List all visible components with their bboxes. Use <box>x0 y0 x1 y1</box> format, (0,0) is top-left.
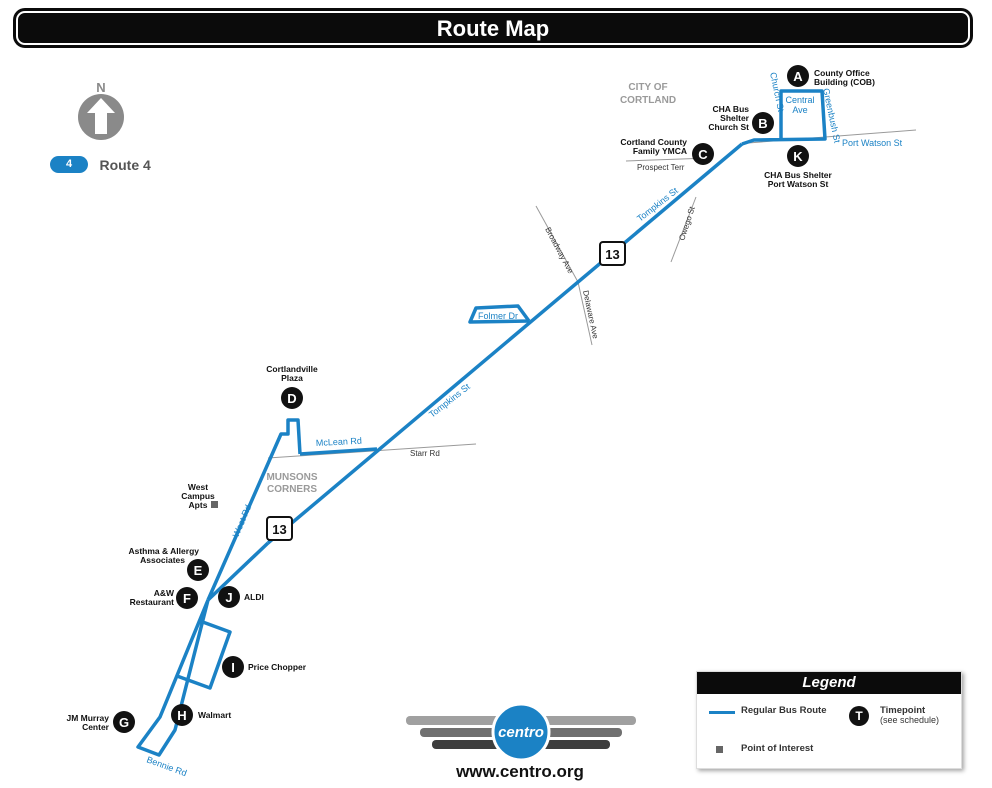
north-arrow-icon: N <box>78 80 124 140</box>
timepoint-letter: D <box>287 391 296 406</box>
timepoint-label: ALDI <box>244 592 264 602</box>
timepoint-letter: G <box>119 715 129 730</box>
street-label: Folmer Dr <box>478 311 518 321</box>
route-key: 4 Route 4 <box>50 156 151 174</box>
poi-marker-icon <box>211 501 218 508</box>
legend-route-label: Regular Bus Route <box>741 705 827 716</box>
page-title: Route Map <box>436 16 550 41</box>
street-label: McLean Rd <box>316 436 362 448</box>
timepoint-j: J ALDI <box>218 586 264 608</box>
timepoint-label: Building (COB) <box>814 77 875 87</box>
timepoint-label: Plaza <box>281 373 303 383</box>
poi-label: West <box>188 482 208 492</box>
timepoint-label: Asthma & Allergy <box>128 546 199 556</box>
timepoint-label: Port Watson St <box>768 179 829 189</box>
street-label: Prospect Terr <box>637 163 685 172</box>
poi-label: Apts <box>189 500 208 510</box>
place-label: MUNSONS <box>266 472 317 483</box>
timepoint-letter: F <box>183 591 191 606</box>
north-label: N <box>96 80 105 95</box>
street-label: Central <box>785 95 814 105</box>
timepoint-label: Family YMCA <box>633 146 687 156</box>
street-label: Port Watson St <box>842 138 903 148</box>
route-13-shield-icon: 13 <box>599 241 626 266</box>
street-label: Tompkins St <box>635 185 680 223</box>
timepoint-label: County Office <box>814 68 870 78</box>
timepoint-g: G JM Murray Center <box>66 711 135 733</box>
timepoint-label: Cortlandville <box>266 364 318 374</box>
shield-label: 13 <box>272 522 286 537</box>
logo-text: centro <box>498 724 544 741</box>
timepoint-letter: C <box>698 147 708 162</box>
street-label: Ave <box>792 105 807 115</box>
street-label: Delaware Ave <box>581 290 600 341</box>
timepoint-f: F A&W Restaurant <box>130 587 198 609</box>
timepoint-letter: E <box>194 563 203 578</box>
poi-label: Campus <box>181 491 215 501</box>
place-label: CORTLAND <box>620 95 676 106</box>
timepoint-c: C Cortland County Family YMCA <box>620 137 714 165</box>
route-label: Route 4 <box>99 156 151 173</box>
timepoint-k: K CHA Bus Shelter Port Watson St <box>764 145 833 189</box>
timepoint-label: Walmart <box>198 710 231 720</box>
street-label: Tompkins St <box>427 381 472 419</box>
timepoint-letter: I <box>231 660 235 675</box>
timepoint-label: Shelter <box>720 113 750 123</box>
timepoint-e: E Asthma & Allergy Associates <box>128 546 209 581</box>
timepoint-letter: K <box>793 149 803 164</box>
place-label: CITY OF <box>628 82 667 93</box>
street-label: Broadway Ave <box>543 226 575 276</box>
bus-route <box>136 89 827 757</box>
timepoint-label: CHA Bus <box>712 104 749 114</box>
route-line-icon <box>709 711 735 714</box>
timepoint-d: D Cortlandville Plaza <box>266 364 318 409</box>
timepoint-icon: T <box>849 706 869 726</box>
timepoint-label: Price Chopper <box>248 662 307 672</box>
legend-timepoint-label: Timepoint <box>880 705 926 716</box>
legend-title: Legend <box>697 672 961 694</box>
timepoint-label: JM Murray <box>66 713 109 723</box>
timepoint-letter: J <box>225 590 232 605</box>
legend-timepoint: Timepoint (see schedule) <box>880 705 939 725</box>
title-bar: Route Map <box>16 11 970 45</box>
street-label: Bennie Rd <box>145 754 188 778</box>
timepoint-letter: B <box>758 116 767 131</box>
timepoint-label: A&W <box>154 588 175 598</box>
timepoint-h: H Walmart <box>171 704 231 726</box>
street-label: Starr Rd <box>410 449 440 458</box>
street-label: Owego St <box>677 205 697 242</box>
timepoint-label: CHA Bus Shelter <box>764 170 832 180</box>
timepoint-label: Church St <box>708 122 749 132</box>
timepoint-label: Center <box>82 722 110 732</box>
route-13-shield-icon: 13 <box>266 516 293 541</box>
street-label: West Rd <box>231 503 254 539</box>
place-label: CORNERS <box>267 484 317 495</box>
timepoint-i: I Price Chopper <box>222 656 307 678</box>
legend-poi-label: Point of Interest <box>741 743 814 754</box>
legend-timepoint-sub: (see schedule) <box>880 715 940 725</box>
website-link[interactable]: www.centro.org <box>456 762 584 781</box>
legend: Legend Regular Bus Route T Timepoint (se… <box>696 671 962 769</box>
timepoint-letter: H <box>177 708 186 723</box>
timepoint-label: Associates <box>140 555 185 565</box>
centro-logo: centro <box>406 702 636 762</box>
shield-label: 13 <box>605 247 619 262</box>
poi-square-icon <box>716 746 723 753</box>
timepoint-label: Cortland County <box>620 137 687 147</box>
timepoint-label: Restaurant <box>130 597 175 607</box>
route-number-badge: 4 <box>50 156 88 174</box>
timepoint-a: A County Office Building (COB) <box>787 65 875 87</box>
timepoint-b: B CHA Bus Shelter Church St <box>708 104 774 134</box>
timepoint-letter: A <box>793 69 803 84</box>
